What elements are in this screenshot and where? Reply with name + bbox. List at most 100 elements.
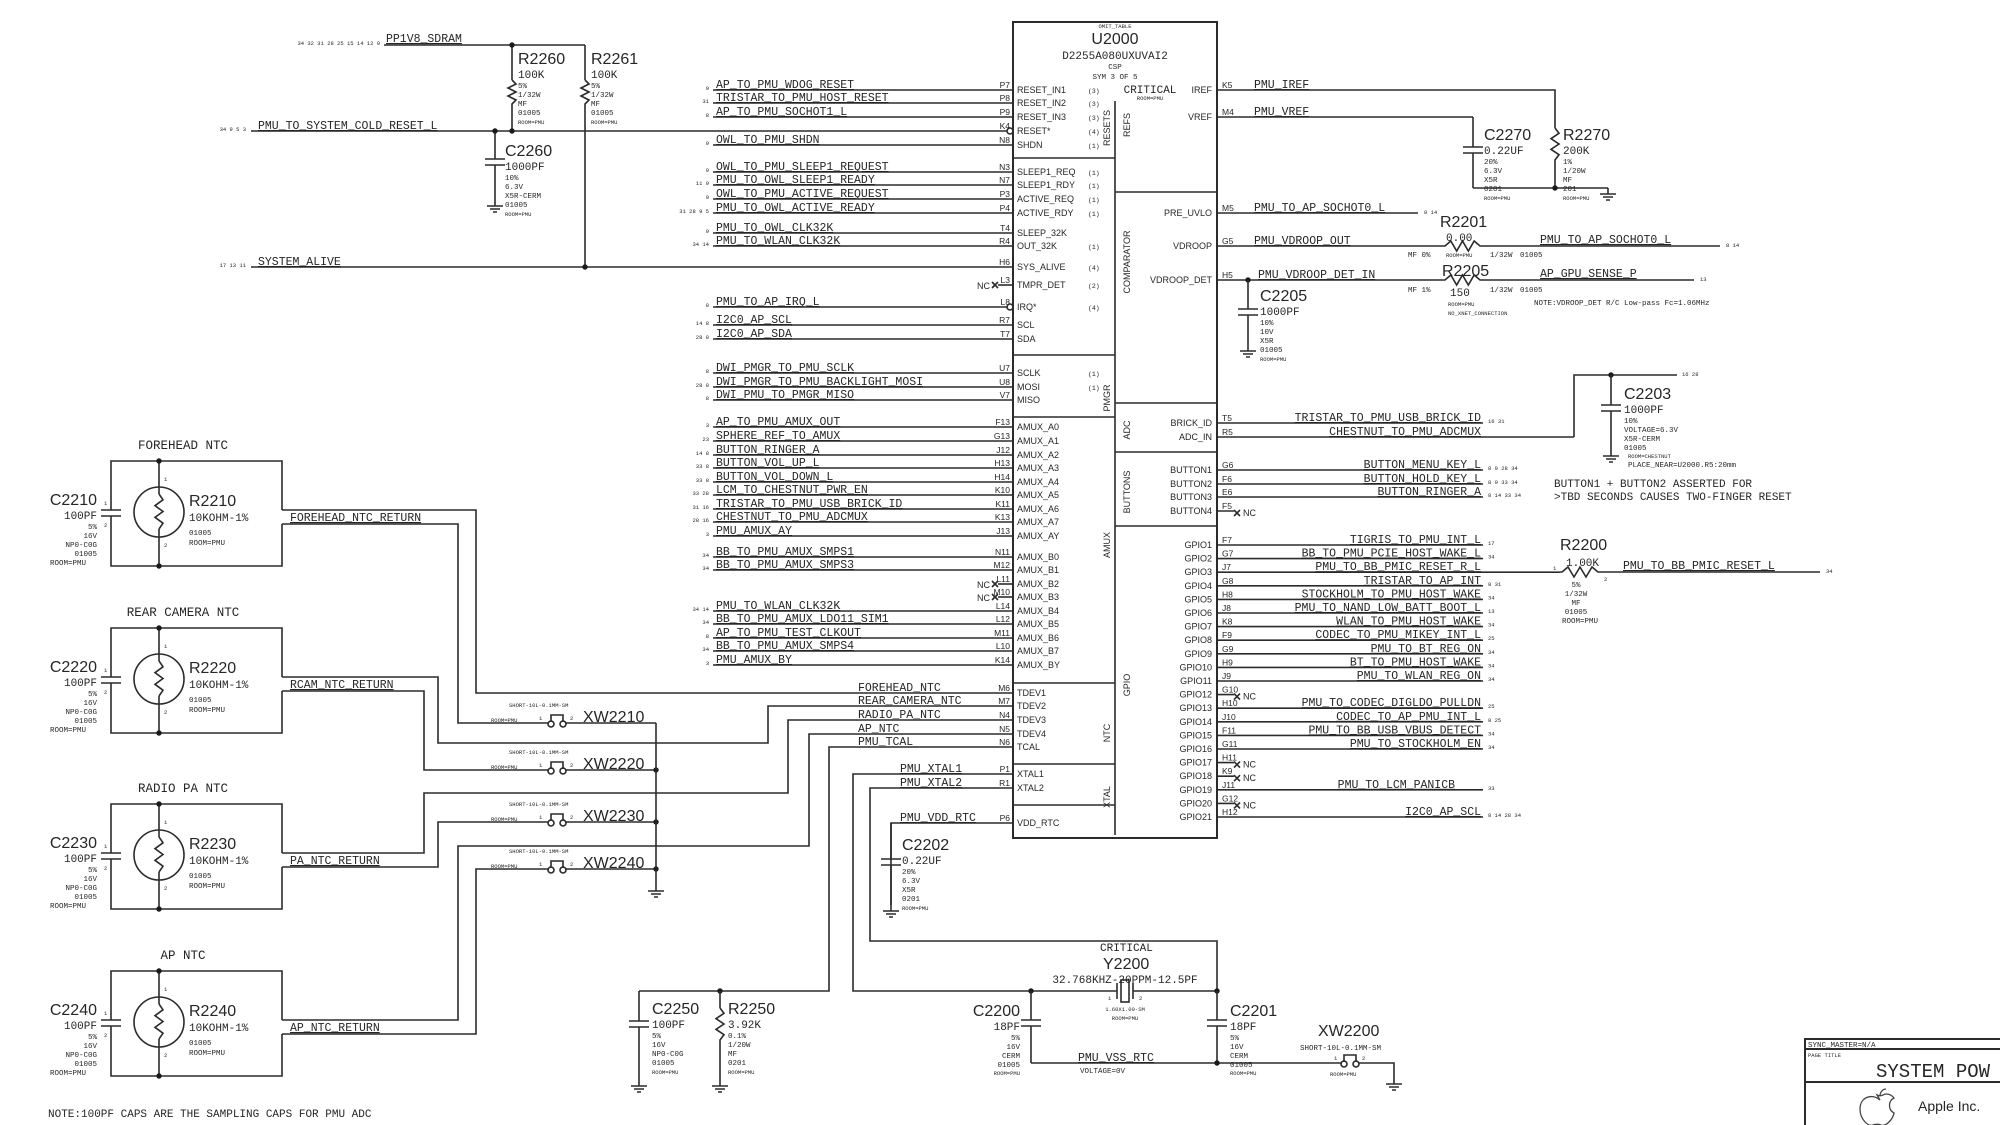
room-attr: ROOM=PMU xyxy=(50,560,86,568)
capacitor-icon xyxy=(1601,375,1621,450)
capacitor-icon xyxy=(1207,991,1227,1063)
refdes-xw: XW2240 xyxy=(583,855,644,872)
junction-dot xyxy=(1552,185,1558,191)
xref-numbers: 34 xyxy=(1488,744,1495,751)
ntc-return-wire xyxy=(282,690,549,771)
apple-logo-icon xyxy=(1859,1088,1895,1125)
pin-name: GPIO7 xyxy=(1184,622,1212,632)
net-label: TRISTAR_TO_PMU_USB_BRICK_ID xyxy=(716,498,902,511)
component-spec: NP0-C0G xyxy=(65,542,97,550)
net-label: RADIO_PA_NTC xyxy=(858,709,941,722)
pin-ball: N4 xyxy=(999,710,1010,720)
component-spec: 01005 xyxy=(1230,1062,1253,1070)
section-label: GPIO xyxy=(1122,674,1132,697)
pin-name: GPIO4 xyxy=(1184,581,1212,591)
no-connect-icon xyxy=(991,593,999,601)
xref-numbers: 31 16 xyxy=(692,504,709,511)
no-connect-icon xyxy=(991,580,999,588)
pin-name: GPIO17 xyxy=(1179,758,1212,768)
net-label: TRISTAR_TO_PMU_HOST_RESET xyxy=(716,92,889,105)
pin-name: PRE_UVLO xyxy=(1164,208,1212,218)
net-label: BUTTON_VOL_UP_L xyxy=(716,457,820,470)
pin-name: GPIO5 xyxy=(1184,594,1212,604)
refdes-xw2200: XW2200 xyxy=(1318,1023,1379,1040)
pin-number: 2 xyxy=(104,522,107,529)
pin-name: MISO xyxy=(1017,395,1040,405)
pin-name: VREF xyxy=(1188,112,1213,122)
refdes-c2202: C2202 xyxy=(902,837,949,854)
xref-numbers: 3 xyxy=(706,422,709,429)
component-spec: 0201 xyxy=(902,896,921,904)
room-attr: ROOM=PMU xyxy=(505,211,531,218)
component-value: 1000PF xyxy=(505,162,545,174)
component-value: 10KOHM-1% xyxy=(189,856,249,868)
resistor-icon xyxy=(1217,239,1720,253)
pin-name: BRICK_ID xyxy=(1170,418,1212,428)
component-package: 01005 xyxy=(189,697,212,705)
room-attr: ROOM=PMU xyxy=(1562,618,1598,626)
pin-number: 1 xyxy=(1108,995,1112,1002)
pin-number: 2 xyxy=(164,1052,167,1059)
xref-numbers: 34 32 31 28 25 15 14 12 9 xyxy=(297,40,380,47)
refdes-ntc-cap: C2210 xyxy=(50,492,97,509)
component-spec: 01005 xyxy=(74,1061,97,1069)
pin-name: GPIO9 xyxy=(1184,649,1212,659)
section-label: COMPARATOR xyxy=(1122,230,1132,294)
pin-attr: (1) xyxy=(1088,244,1100,251)
pin-name: GPIO6 xyxy=(1184,608,1212,618)
component-value: 10KOHM-1% xyxy=(189,680,249,692)
jumper-pad xyxy=(547,819,555,827)
pin-name: SCLK xyxy=(1017,368,1041,378)
pin-ball: L8 xyxy=(1001,297,1011,307)
xref-numbers: 3 xyxy=(706,531,709,538)
component-spec: 16V xyxy=(83,700,97,708)
component-spec: 5% xyxy=(88,691,98,699)
capacitor-icon xyxy=(485,131,505,200)
component-spec: MF xyxy=(1563,177,1572,185)
pin-name: IREF xyxy=(1191,85,1212,95)
net-label: TRISTAR_TO_AP_INT xyxy=(1364,575,1481,588)
pin-number: 2 xyxy=(164,709,167,716)
pin-name: OUT_32K xyxy=(1017,241,1057,251)
junction-dot xyxy=(509,42,515,48)
component-spec: 01005 xyxy=(1624,445,1647,453)
pin-ball: G5 xyxy=(1222,236,1234,246)
pin-ball: G10 xyxy=(1222,685,1238,695)
pin-ball: K11 xyxy=(996,499,1011,509)
net-label: RCAM_NTC_RETURN xyxy=(290,679,394,692)
thermistor-icon xyxy=(133,996,185,1048)
net-label: PMU_XTAL1 xyxy=(900,763,962,776)
pin-ball: P8 xyxy=(1000,93,1011,103)
net-label: PMU_VREF xyxy=(1254,106,1309,119)
pin-ball: F7 xyxy=(1222,535,1232,545)
pin-name: BUTTON3 xyxy=(1170,492,1212,502)
net-label: PMU_TO_SYSTEM_COLD_RESET_L xyxy=(258,120,438,133)
net-label: TRISTAR_TO_PMU_USB_BRICK_ID xyxy=(1295,412,1481,425)
pin-ball: N6 xyxy=(999,737,1010,747)
pin-number: 1 xyxy=(539,861,543,868)
pin-number: 2 xyxy=(1139,995,1142,1002)
component-spec: 01005 xyxy=(591,110,614,118)
pin-ball: P9 xyxy=(1000,107,1011,117)
pin-ball: K10 xyxy=(995,485,1010,495)
component-spec: CERM xyxy=(1230,1053,1249,1061)
package: CSP xyxy=(1108,64,1122,72)
pin-number: 1 xyxy=(164,476,168,483)
refdes-r2250: R2250 xyxy=(728,1001,775,1018)
pin-name: GPIO19 xyxy=(1179,785,1212,795)
refdes-c2250: C2250 xyxy=(652,1001,699,1018)
component-spec: NP0-C0G xyxy=(65,1052,97,1060)
xref-numbers: 34 xyxy=(702,552,709,559)
component-spec: MF xyxy=(518,101,527,109)
junction-dot xyxy=(156,906,162,912)
pin-ball: K8 xyxy=(1222,617,1233,627)
net-label: AP_TO_PMU_TEST_CLKOUT xyxy=(716,627,861,640)
xref-numbers: 9 xyxy=(706,167,709,174)
pin-ball: F9 xyxy=(1222,630,1232,640)
component-spec: X5R xyxy=(1484,177,1498,185)
ground-icon xyxy=(1603,450,1619,463)
component-value: 0.22UF xyxy=(1484,146,1524,158)
xref-numbers: 28 8 xyxy=(696,382,709,389)
net-label: AP_TO_PMU_WDOG_RESET xyxy=(716,79,854,92)
xref-numbers: 16 31 xyxy=(1488,418,1505,425)
